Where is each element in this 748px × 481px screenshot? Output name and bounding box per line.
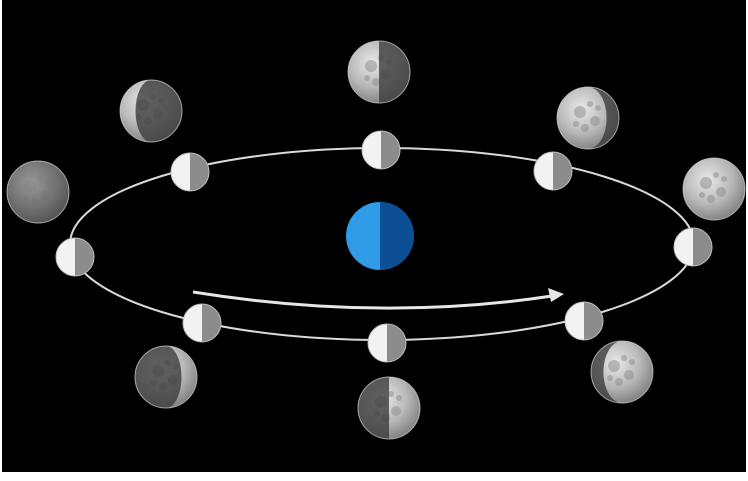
last-quarter-moon-icon bbox=[348, 41, 410, 103]
waxing-gibbous-moon-icon bbox=[591, 341, 653, 403]
orbit-moon-icon bbox=[368, 324, 406, 362]
full-moon-icon bbox=[683, 158, 745, 220]
waxing-crescent-moon-icon bbox=[135, 346, 197, 408]
orbit-moon-icon bbox=[565, 302, 603, 340]
orbit-moon-icon bbox=[674, 228, 712, 266]
orbit-moon-icon bbox=[171, 153, 209, 191]
waning-gibbous-moon-icon bbox=[557, 87, 619, 149]
orbit-moon-icon bbox=[56, 238, 94, 276]
new-moon-icon bbox=[7, 161, 69, 223]
earth-icon bbox=[346, 202, 414, 270]
first-quarter-moon-icon bbox=[358, 377, 420, 439]
orbit-moon-icon bbox=[362, 131, 400, 169]
orbit-moon-icon bbox=[534, 152, 572, 190]
waning-crescent-moon-icon bbox=[120, 80, 182, 142]
orbit-moon-icon bbox=[183, 304, 221, 342]
